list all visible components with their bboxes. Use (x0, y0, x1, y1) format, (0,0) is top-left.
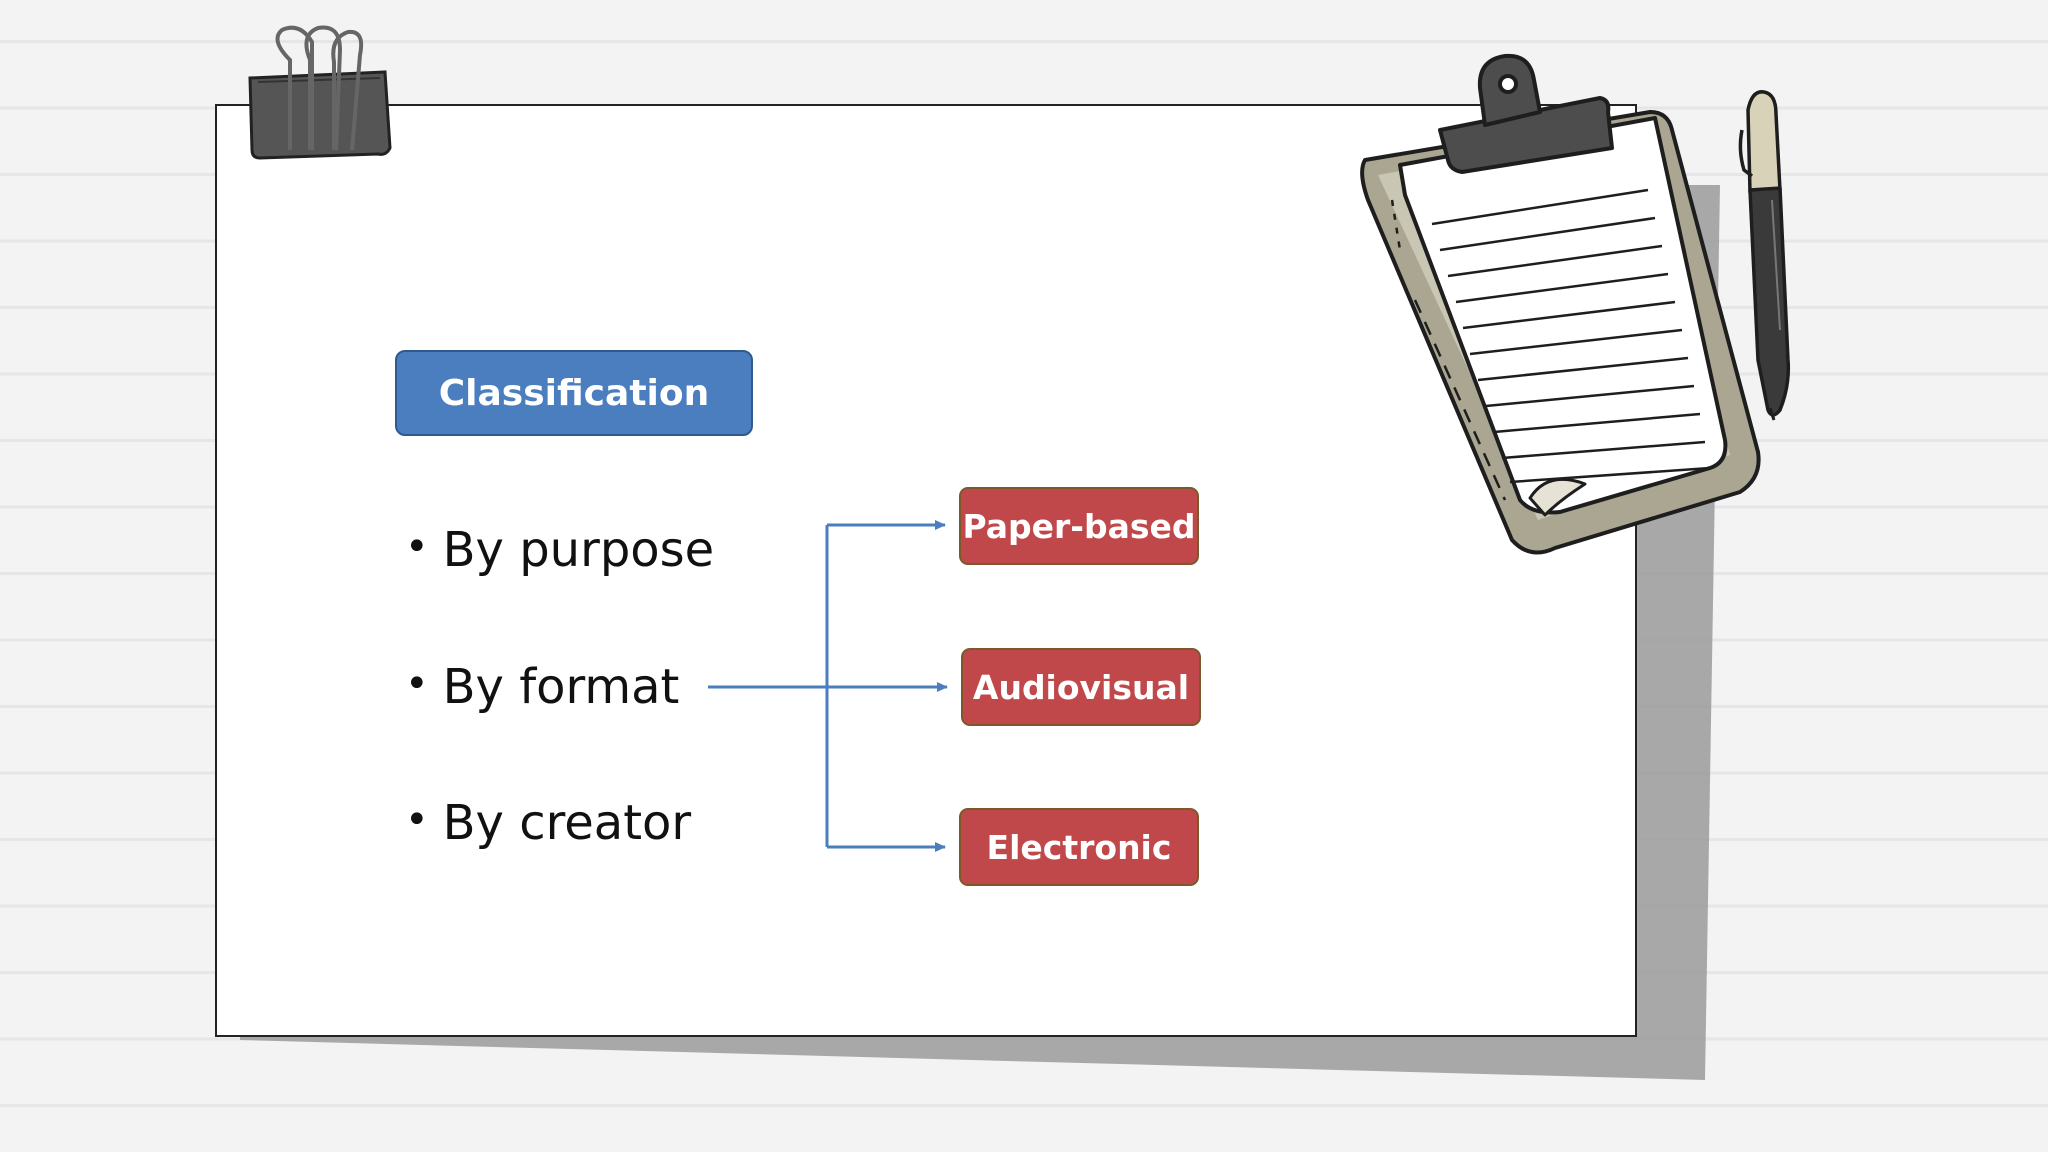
bullet-dot: • (405, 661, 429, 707)
category-label: Electronic (986, 827, 1172, 867)
bullet-by-purpose: •By purpose (405, 526, 714, 574)
category-box-audiovisual: Audiovisual (961, 648, 1201, 726)
bullet-by-format: •By format (405, 663, 679, 711)
category-box-paper-based: Paper-based (959, 487, 1199, 565)
bullet-by-creator: •By creator (405, 799, 691, 847)
bullet-text: By format (442, 659, 680, 715)
category-label: Audiovisual (972, 667, 1190, 707)
category-label: Paper-based (962, 506, 1196, 546)
bullet-dot: • (405, 797, 429, 843)
bullet-dot: • (405, 524, 429, 570)
bullet-text: By purpose (442, 522, 715, 578)
bullet-text: By creator (442, 795, 692, 851)
classification-title: Classification (438, 372, 710, 414)
category-box-electronic: Electronic (959, 808, 1199, 886)
classification-title-box: Classification (395, 350, 753, 436)
